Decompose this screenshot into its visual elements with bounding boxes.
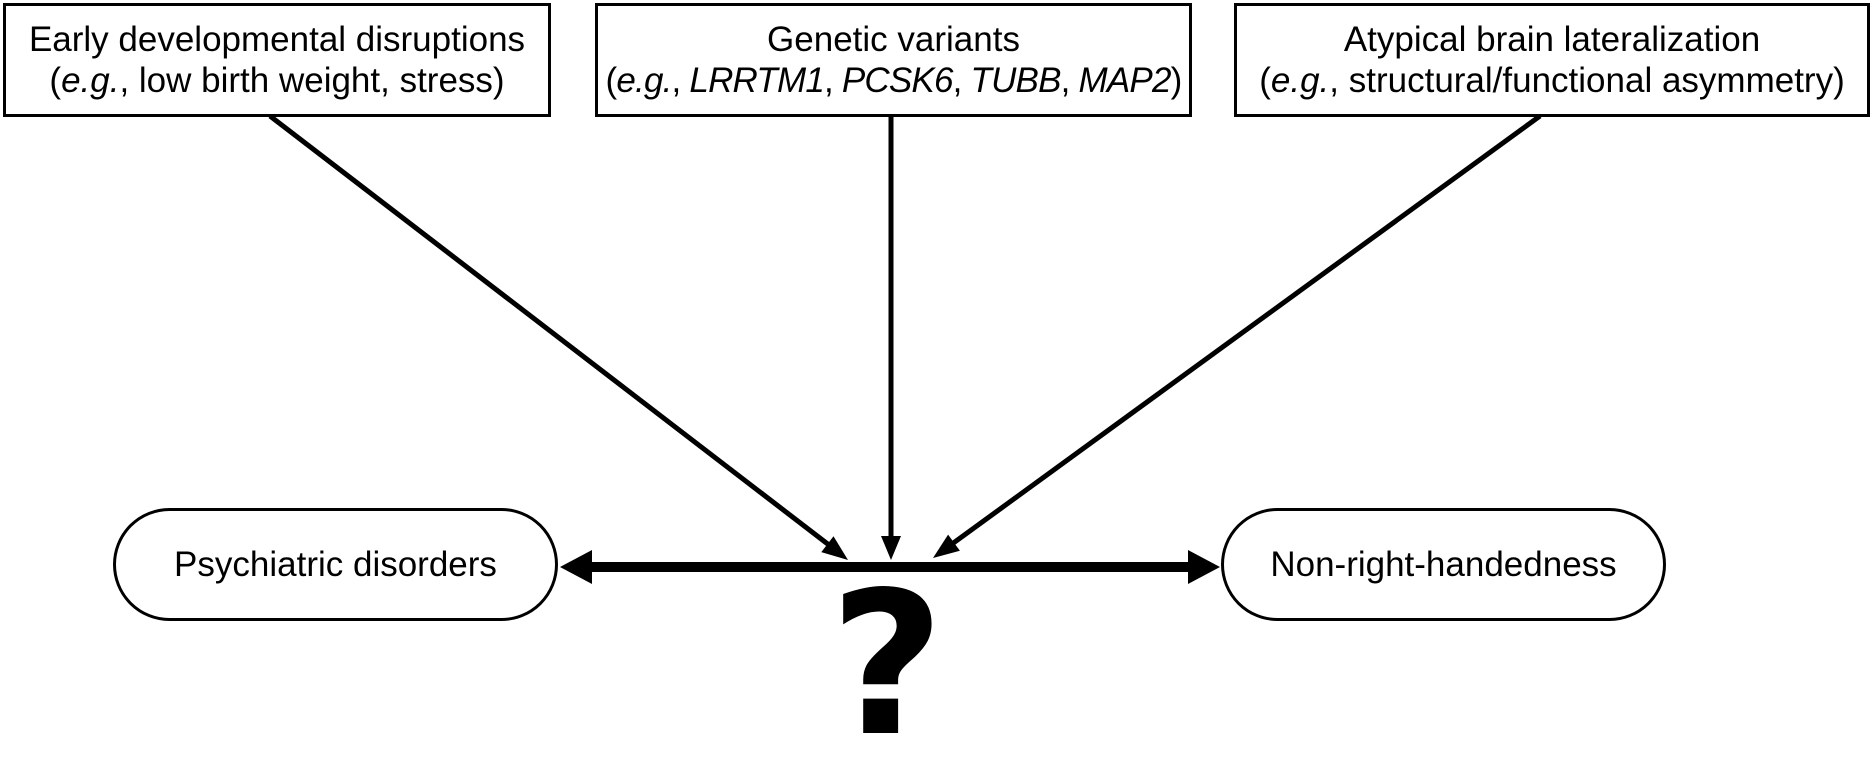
box-genetic-variants: Genetic variants (e.g., LRRTM1, PCSK6, T…: [595, 3, 1192, 117]
box-early-developmental-disruptions: Early developmental disruptions (e.g., l…: [3, 3, 551, 117]
node-non-right-handedness-label: Non-right-handedness: [1270, 544, 1617, 584]
arrow-lateralization-line: [950, 113, 1542, 547]
box-atypical-brain-lateralization-subtitle: (e.g., structural/functional asymmetry): [1259, 61, 1845, 100]
arrow-early-dev-line: [268, 114, 831, 547]
box-atypical-brain-lateralization: Atypical brain lateralization (e.g., str…: [1234, 3, 1870, 117]
box-early-developmental-disruptions-subtitle: (e.g., low birth weight, stress): [49, 61, 505, 100]
box-atypical-brain-lateralization-title: Atypical brain lateralization: [1343, 20, 1761, 59]
node-psychiatric-disorders-label: Psychiatric disorders: [174, 544, 497, 584]
arrow-lateralization-head-icon: [933, 534, 960, 558]
double-arrow-shaft: [588, 562, 1194, 572]
question-mark: ?: [829, 549, 945, 758]
double-arrow-right-head-icon: [1188, 550, 1220, 584]
double-arrow-left-head-icon: [560, 550, 592, 584]
box-genetic-variants-title: Genetic variants: [767, 20, 1020, 59]
arrow-early-dev-head-icon: [821, 536, 848, 560]
node-non-right-handedness: Non-right-handedness: [1221, 508, 1666, 621]
box-early-developmental-disruptions-title: Early developmental disruptions: [28, 20, 526, 59]
node-psychiatric-disorders: Psychiatric disorders: [113, 508, 558, 621]
box-genetic-variants-subtitle: (e.g., LRRTM1, PCSK6, TUBB, MAP2): [605, 61, 1183, 100]
arrow-genetic-head-icon: [881, 536, 901, 560]
